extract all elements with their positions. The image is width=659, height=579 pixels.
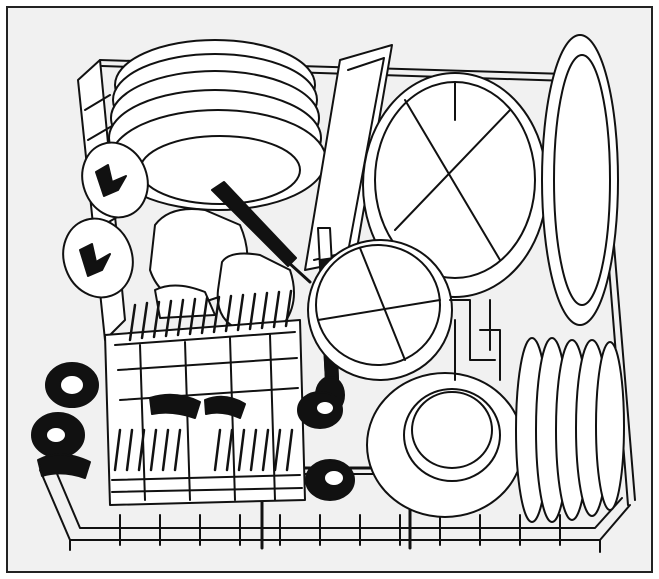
center-wire-supports xyxy=(449,299,501,381)
knife xyxy=(211,181,312,284)
cups xyxy=(149,208,295,331)
side-plate-stack xyxy=(515,337,625,523)
medium-plate xyxy=(307,239,453,381)
round-lids xyxy=(62,141,149,299)
plate-stack-back xyxy=(108,39,327,211)
tall-plate-right xyxy=(541,34,619,326)
large-round-plate xyxy=(362,72,548,298)
spoons-center xyxy=(297,391,355,501)
cutlery-basket xyxy=(104,289,306,506)
bowl xyxy=(366,372,524,518)
spoons-left xyxy=(31,362,99,479)
